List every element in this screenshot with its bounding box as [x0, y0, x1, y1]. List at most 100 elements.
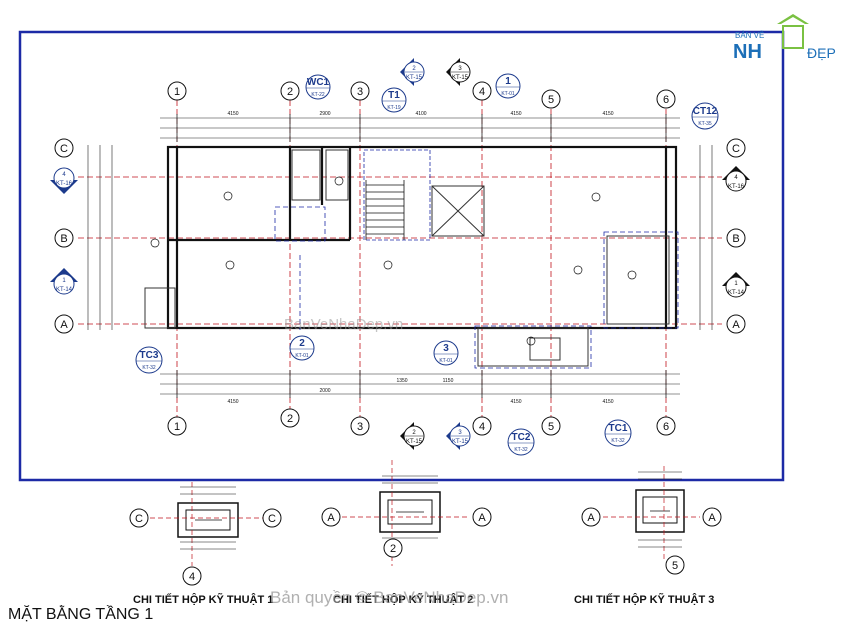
axis-labels-bottom: 1 2 3 4 5 6 — [174, 413, 669, 433]
dimension-values: 4150 2900 4100 4150 4150 4150 2000 1350 … — [227, 111, 613, 405]
detail-3-axis-right: A — [708, 512, 716, 524]
dim-bottom-3: 1350 — [396, 378, 407, 384]
dimension-lines — [87, 117, 713, 395]
axis-top-2: 2 — [287, 86, 293, 98]
svg-text:3: 3 — [458, 66, 462, 72]
technical-box-detail-1 — [129, 482, 282, 586]
dim-bottom-4: 1150 — [443, 378, 454, 384]
svg-text:1: 1 — [62, 278, 66, 284]
dim-top-5: 4150 — [602, 111, 613, 117]
axis-bubbles-bottom — [167, 408, 676, 436]
section-markers: 2 KT-15 3 KT-15 4 KT-16 1 KT-14 4 KT-16 — [50, 58, 750, 450]
svg-text:2: 2 — [412, 66, 416, 72]
svg-text:KT-15: KT-15 — [406, 439, 423, 445]
dim-top-1: 4150 — [227, 111, 238, 117]
svg-text:KT-32: KT-32 — [142, 365, 156, 371]
axis-top-4: 4 — [479, 86, 485, 98]
interior-partitions — [144, 149, 670, 367]
svg-text:KT-14: KT-14 — [728, 290, 745, 296]
detail-tag-t1: T1 KT-19 — [381, 87, 407, 113]
svg-text:KT-19: KT-19 — [387, 105, 401, 111]
section-marker-bottom-2: 2 KT-15 — [400, 422, 425, 450]
svg-text:KT-35: KT-35 — [698, 121, 712, 127]
axis-bottom-3: 3 — [357, 421, 363, 433]
detail-3-axis-left: A — [587, 512, 595, 524]
detail-1-axis-left: C — [135, 513, 143, 525]
detail-2-axis-left: A — [327, 512, 335, 524]
axis-bottom-4: 4 — [479, 421, 485, 433]
svg-text:1: 1 — [505, 76, 511, 87]
dim-bottom-1: 4150 — [227, 399, 238, 405]
axis-right-a: A — [732, 319, 740, 331]
svg-text:KT-32: KT-32 — [514, 447, 528, 453]
technical-box-detail-3-labels: A A 5 — [587, 512, 716, 572]
axis-bottom-6: 6 — [663, 421, 669, 433]
svg-text:KT-15: KT-15 — [452, 75, 469, 81]
axis-top-5: 5 — [548, 94, 554, 106]
svg-text:3: 3 — [458, 430, 462, 436]
section-marker-right-1: 1 KT-14 — [722, 272, 750, 298]
detail-tag-tc1: TC1 KT-32 — [604, 419, 632, 447]
detail-2-axis-bottom: 2 — [390, 543, 396, 555]
svg-text:KT-32: KT-32 — [611, 438, 625, 444]
detail-tag-3: 3 KT-01 — [433, 340, 459, 366]
axis-bubbles-side — [54, 138, 746, 334]
svg-text:3: 3 — [443, 343, 449, 354]
copyright-watermark: Bản quyền © BanVeNhaDep.vn — [270, 588, 509, 607]
detail-tags: WC1 KT-22 T1 KT-19 1 KT-01 CT12 KT-35 TC… — [135, 73, 719, 456]
technical-box-detail-1-labels: C C 4 — [135, 513, 276, 583]
section-marker-right-4: 4 KT-16 — [722, 166, 750, 192]
detail-2-axis-right: A — [478, 512, 486, 524]
svg-text:4: 4 — [62, 172, 66, 178]
svg-text:2: 2 — [412, 430, 416, 436]
svg-text:KT-01: KT-01 — [501, 91, 515, 97]
svg-text:CT12: CT12 — [693, 106, 718, 117]
axis-left-c: C — [60, 143, 68, 155]
detail-tag-tc3: TC3 KT-32 — [135, 346, 163, 374]
axis-right-c: C — [732, 143, 740, 155]
banvenhadep-logo: BẢN VẼ NH ĐẸP — [733, 14, 836, 63]
logo-top: BẢN VẼ — [735, 31, 764, 40]
logo-right: ĐẸP — [807, 45, 836, 61]
staircase — [363, 149, 431, 241]
svg-text:KT-16: KT-16 — [728, 184, 745, 190]
axis-left-a: A — [60, 319, 68, 331]
section-marker-top-3: 3 KT-15 — [446, 58, 471, 86]
svg-text:4: 4 — [734, 175, 738, 181]
detail-3-axis-bottom: 5 — [672, 560, 678, 572]
building-walls — [166, 145, 678, 330]
dim-bottom-6: 4150 — [602, 399, 613, 405]
detail-2-caption: CHI TIẾT HỘP KỸ THUẬT 2 — [333, 594, 474, 606]
dim-bottom-5: 4150 — [510, 399, 521, 405]
axis-right-b: B — [732, 233, 739, 245]
svg-text:WC1: WC1 — [307, 77, 330, 88]
detail-tag-2: 2 KT-01 — [289, 335, 315, 361]
axis-bottom-1: 1 — [174, 421, 180, 433]
dim-top-3: 4100 — [415, 111, 426, 117]
blue-dashed-outlines — [274, 206, 679, 369]
axis-bubbles-top — [167, 81, 676, 109]
svg-text:KT-01: KT-01 — [295, 353, 309, 359]
axis-bottom-2: 2 — [287, 413, 293, 425]
svg-text:KT-15: KT-15 — [406, 75, 423, 81]
level-markers — [150, 176, 637, 346]
section-marker-top-2: 2 KT-15 — [400, 58, 425, 86]
detail-tag-wc1: WC1 KT-22 — [305, 74, 331, 100]
technical-box-detail-2 — [321, 460, 492, 566]
svg-text:T1: T1 — [388, 90, 400, 101]
detail-tag-tc2: TC2 KT-32 — [507, 428, 535, 456]
svg-text:KT-15: KT-15 — [452, 439, 469, 445]
logo-left: NH — [733, 41, 762, 63]
technical-box-detail-3 — [581, 466, 722, 575]
section-marker-left-4: 4 KT-16 — [50, 167, 78, 194]
axis-bottom-5: 5 — [548, 421, 554, 433]
detail-1-axis-bottom: 4 — [189, 571, 195, 583]
detail-1-axis-right: C — [268, 513, 276, 525]
detail-tag-1: 1 KT-01 — [495, 73, 521, 99]
dim-top-4: 4150 — [510, 111, 521, 117]
floor-plan-title: MẶT BẰNG TẦNG 1 — [8, 606, 154, 623]
svg-text:KT-14: KT-14 — [56, 287, 73, 293]
svg-text:TC3: TC3 — [140, 350, 159, 361]
section-marker-bottom-3: 3 KT-15 — [446, 422, 471, 450]
